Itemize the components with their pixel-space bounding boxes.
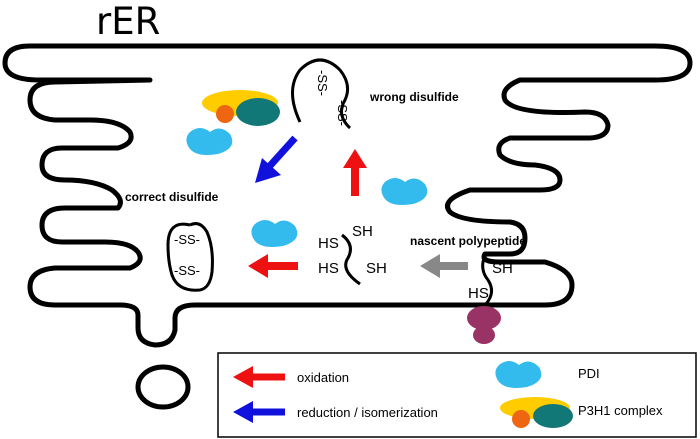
er-membrane: [2, 43, 693, 348]
pdi-shape: [251, 220, 298, 247]
oxidation-arrow-up: [343, 149, 367, 196]
label-correct-disulfide: correct disulfide: [125, 190, 219, 204]
sh-label-1: SH: [352, 223, 373, 240]
diagram-title: rER: [96, 0, 160, 43]
label-wrong-disulfide: wrong disulfide: [369, 90, 459, 104]
ss-label-wrong-2: -SS-: [335, 100, 350, 126]
legend-pdi-label: PDI: [578, 366, 600, 381]
ss-label-correct-2: -SS-: [174, 263, 200, 278]
reduction-arrow-diagram: [255, 135, 298, 183]
label-nascent-polypeptide: nascent polypeptide: [410, 234, 526, 248]
pdi-shape: [186, 128, 233, 155]
sh-label-2: SH: [366, 260, 387, 277]
hs-label-2: HS: [318, 260, 339, 277]
translation-arrow: [420, 254, 468, 278]
wrong-disulfide-chain: [291, 58, 352, 130]
legend-oxidation-label: oxidation: [297, 370, 349, 385]
ribosome: [467, 306, 501, 344]
reduced-chain: [341, 233, 361, 286]
p3h1-complex: [202, 90, 280, 126]
pdi-shape: [381, 178, 428, 205]
legend-p3h1-label: P3H1 complex: [578, 403, 663, 418]
ss-label-correct-1: -SS-: [174, 232, 200, 247]
legend-reduction-arrow: [233, 401, 285, 423]
legend-box: [217, 352, 697, 438]
ss-label-wrong-1: -SS-: [315, 70, 330, 96]
legend-reduction-label: reduction / isomerization: [297, 405, 438, 420]
transport-vesicle: [135, 364, 191, 410]
hs-label-nascent: HS: [468, 285, 489, 302]
correct-disulfide-chain: [166, 222, 214, 292]
oxidation-arrow-left: [248, 254, 298, 278]
nascent-chain: [481, 257, 493, 305]
sh-label-nascent: SH: [492, 260, 513, 277]
legend-p3h1-complex: [500, 397, 573, 428]
legend-oxidation-arrow: [233, 366, 285, 388]
legend-pdi-shape: [495, 361, 542, 388]
hs-label-1: HS: [318, 235, 339, 252]
